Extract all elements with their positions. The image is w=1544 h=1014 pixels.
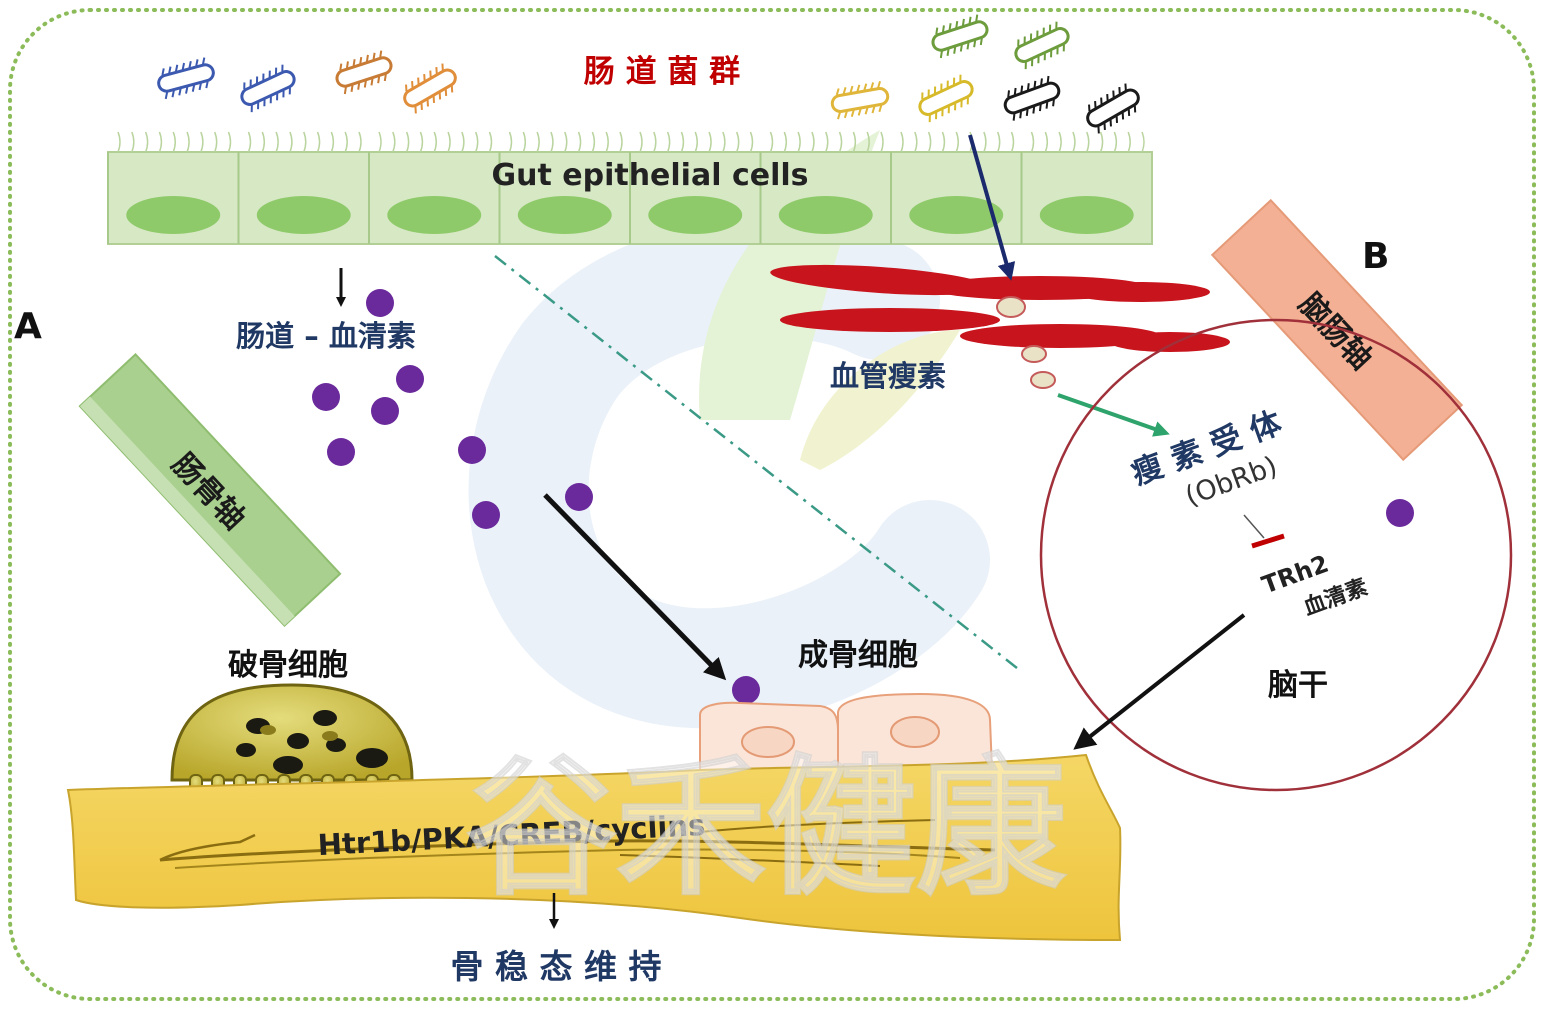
brainstem-to-bone-arrow [1073,613,1246,750]
bacterium-icon [157,57,215,100]
blood-vessel [770,264,1230,352]
bacterium-icon [335,50,393,95]
bacterium-icon [1086,83,1140,134]
microbiota-to-leptin-arrow [968,134,1016,281]
bacterium-icon [403,63,457,114]
epithelial-cell [237,131,362,244]
gut-bacteria-group [157,14,1140,134]
brainstem-circle [1039,318,1513,792]
outer-border [8,8,1536,1001]
panel-b-label: B [1362,236,1389,277]
gut-microbiota-title: 肠 道 菌 群 [584,54,740,90]
gut-epithelium [107,131,1153,245]
osteoblast-cells [699,692,994,771]
bacterium-icon [240,64,296,113]
inhibition-bar [1251,533,1285,549]
epithelial-cell [759,131,884,244]
bacterium-icon [918,74,974,123]
gut-serotonin-label: 肠道 – 血清素 [236,319,416,353]
epithelial-cell [107,131,232,244]
panel-a-label: A [14,306,42,347]
serotonin-to-osteoblast-arrow [543,493,727,681]
leptin-to-receptor-arrow [1057,393,1170,437]
osteoclast-cell [170,683,414,794]
gut-bone-axis-bar: 肠骨轴 [78,352,342,628]
bone-homeostasis-label: 骨 稳 态 维 持 [451,947,662,986]
bacterium-icon [931,14,989,59]
panel-divider-line [494,255,1023,673]
epithelial-cells-label: Gut epithelial cells [491,158,808,193]
bone [66,753,1122,942]
bacterium-icon [1003,75,1061,121]
serotonin-molecules [312,289,1414,704]
epithelial-cell [890,131,1015,244]
bacterium-icon [1014,21,1070,70]
inhibition-line [1243,514,1265,539]
leptin-molecules [996,296,1056,389]
epithelial-cell [629,131,754,244]
brain-gut-axis-bar: 脑肠轴 [1210,198,1464,462]
epithelial-cell [1020,131,1145,244]
osteoclast-label: 破骨细胞 [228,648,348,683]
leptin-label: 血管瘦素 [830,359,946,393]
bacterium-icon [830,80,890,120]
epithelial-cell [368,131,493,244]
leptin-receptor-group: 瘦 素 受 体 (ObRb) [1127,405,1286,513]
brainstem-label: 脑干 [1268,668,1328,703]
osteoblast-label: 成骨细胞 [798,638,918,673]
watermark-text: 谷禾健康 [466,742,1066,916]
epithelial-cell [498,131,623,244]
